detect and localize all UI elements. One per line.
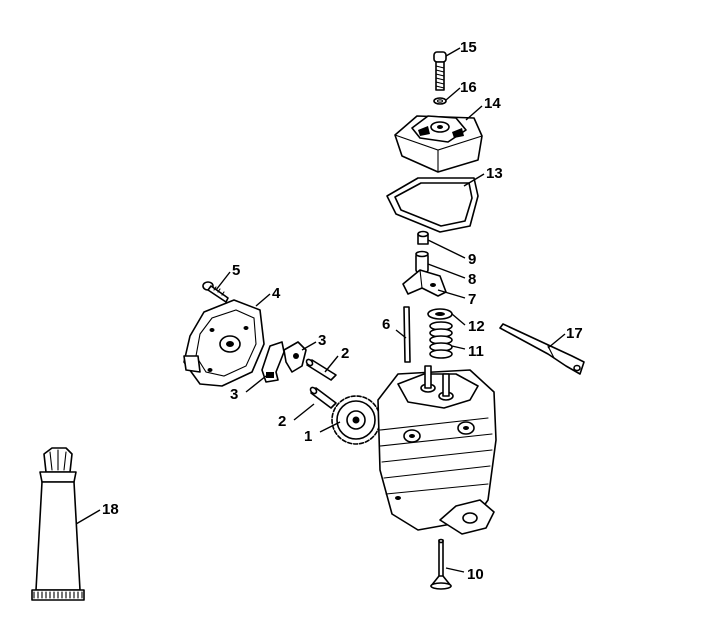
callout-11: 11 <box>468 343 484 360</box>
callout-3a: 3 <box>318 332 326 349</box>
part-15-screw[interactable] <box>433 51 447 91</box>
part-6-pushrod[interactable] <box>403 306 411 363</box>
callout-2a: 2 <box>341 345 349 362</box>
part-3-lever-upper[interactable] <box>283 341 307 373</box>
leader-17 <box>547 333 566 349</box>
callout-4: 4 <box>272 285 281 302</box>
leader-9 <box>427 239 466 259</box>
callout-13: 13 <box>486 165 503 182</box>
leader-2b <box>293 403 315 421</box>
part-10-valve[interactable] <box>430 538 452 590</box>
leader-13 <box>463 173 485 187</box>
part-12-spring-retainer[interactable] <box>427 308 453 320</box>
part-14-valve-cover[interactable] <box>394 115 483 173</box>
callout-7: 7 <box>468 291 476 308</box>
part-9-valve-cap[interactable] <box>417 230 429 245</box>
callout-2b: 2 <box>278 413 286 430</box>
leader-2a <box>324 355 339 373</box>
callout-10: 10 <box>467 566 484 583</box>
leader-6 <box>395 329 407 339</box>
leader-14 <box>465 105 483 121</box>
leader-16 <box>445 87 461 101</box>
callout-15: 15 <box>460 39 477 56</box>
leader-4 <box>255 293 271 307</box>
callout-16: 16 <box>460 79 477 96</box>
leader-1 <box>319 421 341 433</box>
cylinder-assembly <box>377 365 497 535</box>
leader-12 <box>451 313 466 326</box>
callout-12: 12 <box>468 318 485 335</box>
leader-7 <box>437 289 466 299</box>
callout-14: 14 <box>484 95 501 112</box>
callout-6: 6 <box>382 316 390 333</box>
leader-15 <box>445 47 461 57</box>
part-5-screw[interactable] <box>202 281 229 303</box>
callout-5: 5 <box>232 262 240 279</box>
callout-8: 8 <box>468 271 476 288</box>
part-7-rocker-arm[interactable] <box>402 269 447 297</box>
leader-11 <box>451 345 466 350</box>
callout-labels: 15 16 14 13 9 8 7 6 12 11 17 5 4 3 3 2 2… <box>102 39 583 583</box>
part-4-gear-cover[interactable] <box>183 299 265 387</box>
callout-17: 17 <box>566 325 583 342</box>
part-2-pin-upper[interactable] <box>305 358 337 381</box>
leader-10 <box>445 567 465 573</box>
part-3-lever-lower[interactable] <box>261 341 285 383</box>
callout-3b: 3 <box>230 386 238 403</box>
part-11-valve-spring[interactable] <box>429 321 453 359</box>
callout-18: 18 <box>102 501 119 518</box>
part-2-pin-lower[interactable] <box>309 386 337 409</box>
part-8-guide[interactable] <box>415 250 429 273</box>
leader-lines <box>75 47 566 573</box>
part-13-gasket[interactable] <box>386 177 479 233</box>
part-18-grease-tube[interactable] <box>31 447 85 601</box>
leader-3b <box>245 375 267 393</box>
part-16-washer[interactable] <box>433 97 447 105</box>
leader-18 <box>75 509 101 525</box>
leader-8 <box>427 263 466 279</box>
callout-1: 1 <box>304 428 312 445</box>
leader-3a <box>301 341 317 351</box>
leader-5 <box>215 271 231 291</box>
part-17-valve-tool[interactable] <box>499 323 585 375</box>
callout-9: 9 <box>468 251 476 268</box>
part-1-cam-gear[interactable] <box>331 395 381 445</box>
